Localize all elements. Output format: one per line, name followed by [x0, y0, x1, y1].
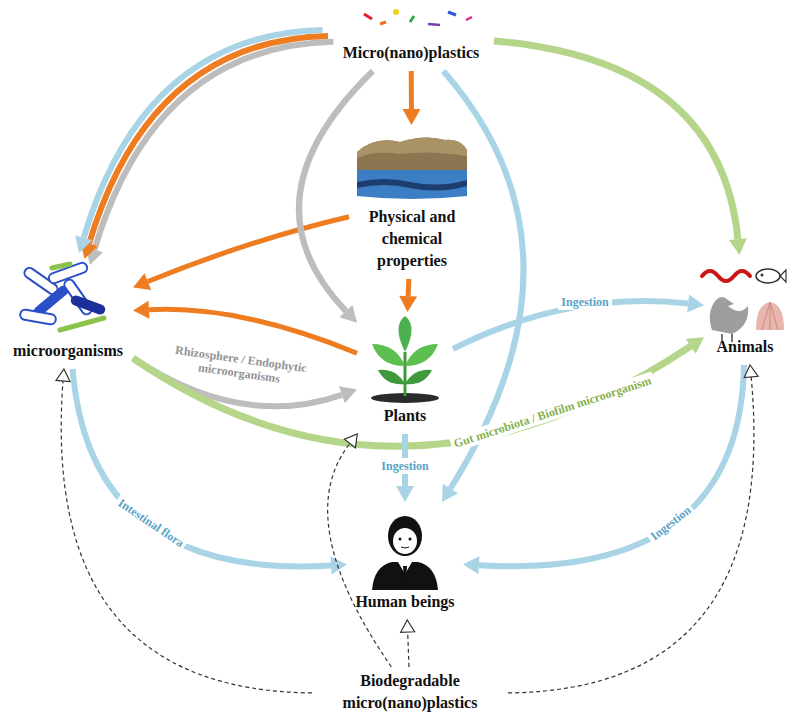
arrow-head — [339, 386, 357, 403]
diagram-node: Human beings — [350, 505, 460, 617]
edge-label: Rhizosphere / Endophytic microorganisms — [161, 340, 320, 391]
diagram-node: Animals — [707, 258, 783, 362]
node-label: Biodegradable micro(nano)plastics — [320, 670, 500, 714]
animal-icons — [702, 269, 786, 342]
connector — [73, 369, 347, 574]
plastic-fragments — [364, 9, 472, 25]
arrow-head — [687, 295, 704, 313]
arrow-head — [75, 235, 92, 253]
node-label: Animals — [717, 336, 774, 358]
microorganism-icon — [19, 261, 106, 330]
edge-label: Gut microbiota / Biofilm microorganism — [448, 372, 655, 453]
plant-icon — [371, 316, 439, 403]
connector — [56, 369, 312, 693]
diagram-node: microorganisms — [6, 262, 130, 366]
arrow-head — [729, 238, 747, 255]
human-icon — [372, 516, 438, 590]
connector-line — [508, 377, 754, 693]
arrow-head — [330, 556, 347, 574]
arrow-head — [686, 337, 704, 353]
edge-label: Intestinal flora — [112, 493, 189, 552]
connector — [402, 71, 420, 125]
connector — [399, 279, 417, 312]
connector-line — [408, 632, 409, 667]
arrow-head — [133, 301, 149, 319]
connector — [494, 41, 747, 255]
diagram-node: Biodegradable micro(nano)plastics — [315, 670, 505, 718]
connector-line — [494, 41, 738, 239]
arrow-head — [399, 296, 417, 312]
diagram-node: Plants — [360, 315, 450, 431]
connector-line — [409, 71, 414, 109]
arrow-head — [402, 109, 420, 125]
connector — [133, 217, 349, 290]
connector — [453, 295, 704, 349]
arrow-head — [56, 369, 70, 381]
soil-water-icon — [357, 137, 467, 199]
connector — [401, 620, 415, 667]
arrow-head — [744, 365, 758, 378]
connector-line — [299, 71, 373, 311]
arrow-head — [339, 305, 357, 323]
edge-label: Ingestion — [558, 294, 611, 310]
edge-label: Ingestion — [645, 500, 697, 545]
arrow-head — [442, 484, 458, 502]
connector-line — [73, 369, 331, 566]
node-label: Physical and chemical properties — [357, 206, 467, 272]
connector-line — [328, 443, 392, 667]
connector — [299, 71, 373, 323]
connector-line — [84, 30, 323, 238]
arrow-head — [463, 556, 479, 574]
node-label: Micro(nano)plastics — [343, 42, 480, 64]
arrow-head — [344, 434, 357, 448]
arrow-head — [133, 273, 151, 290]
connector-line — [406, 279, 412, 296]
node-label: Plants — [384, 405, 427, 427]
edge-label: Ingestion — [378, 458, 431, 474]
diagram-node: Micro(nano)plastics — [331, 0, 491, 68]
arrow-head — [396, 486, 414, 502]
arrow-head — [401, 620, 415, 632]
connector-line — [61, 381, 312, 693]
node-label: Human beings — [355, 591, 454, 613]
diagram-node: Physical and chemical properties — [352, 128, 472, 276]
node-label: microorganisms — [13, 340, 123, 362]
